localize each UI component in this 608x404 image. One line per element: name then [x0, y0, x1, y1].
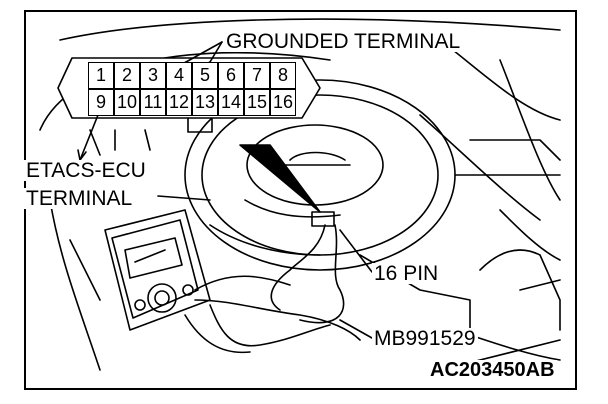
label-terminal: TERMINAL	[24, 187, 135, 210]
dashboard-outline	[59, 18, 561, 41]
pin-15: 15	[244, 89, 270, 116]
pin-11: 11	[140, 89, 166, 116]
leader-grounded-4	[185, 41, 223, 63]
label-etacs-ecu: ETACS-ECU	[24, 159, 148, 182]
pin-2: 2	[114, 62, 140, 89]
steering-wheel	[184, 79, 456, 271]
label-tool-number: MB991529	[372, 327, 478, 350]
pin-7: 7	[244, 62, 270, 89]
pin-16: 16	[270, 89, 296, 116]
label-grounded-terminal: GROUNDED TERMINAL	[224, 30, 463, 53]
leader-terminal	[157, 195, 211, 201]
pin-6: 6	[218, 62, 244, 89]
pin-9: 9	[88, 89, 114, 116]
pin-3: 3	[140, 62, 166, 89]
pin-12: 12	[166, 89, 192, 116]
callout-wedge	[239, 144, 321, 213]
harness-wire	[270, 224, 326, 311]
pin-4: 4	[166, 62, 192, 89]
leader-16pin	[339, 229, 373, 273]
emblem-wings	[284, 151, 351, 166]
pin-10: 10	[114, 89, 140, 116]
diagnostic-connector	[311, 211, 335, 227]
leader-tool	[339, 319, 373, 339]
pin-14: 14	[218, 89, 244, 116]
pin-8: 8	[270, 62, 296, 89]
pin-13: 13	[192, 89, 218, 116]
pin-1: 1	[88, 62, 114, 89]
multimeter-tester	[104, 209, 211, 331]
label-figure-code: AC203450AB	[428, 359, 557, 381]
test-lead	[194, 275, 291, 291]
leader-grounded-5	[209, 41, 223, 63]
pin-5: 5	[192, 62, 218, 89]
leader-etacs	[79, 109, 101, 161]
label-16-pin: 16 PIN	[372, 262, 441, 285]
